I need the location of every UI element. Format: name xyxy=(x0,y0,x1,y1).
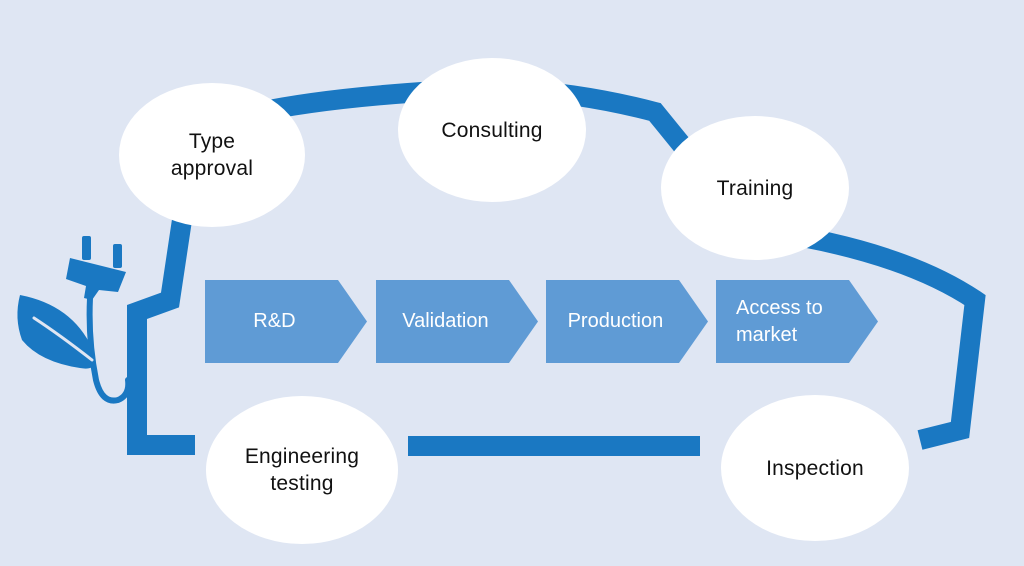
leaf-icon xyxy=(17,295,96,369)
process-steps xyxy=(205,280,878,363)
step-label-rd: R&D xyxy=(253,310,296,332)
service-bubbles xyxy=(119,58,909,544)
service-label-inspection: Inspection xyxy=(766,456,864,480)
step-label-validation: Validation xyxy=(402,310,489,332)
bubble-inspection xyxy=(721,395,909,541)
step-arrow-validation xyxy=(376,280,538,363)
service-label-type-approval: Type approval xyxy=(170,130,254,180)
bubble-training xyxy=(661,116,849,260)
step-arrow-access-to-market xyxy=(716,280,878,363)
plug-icon xyxy=(66,236,132,404)
step-arrow-production xyxy=(546,280,708,363)
service-label-engineering-testing: Engineering testing xyxy=(244,445,360,495)
bubble-type-approval xyxy=(119,83,305,227)
bubble-engineering-testing xyxy=(206,396,398,544)
bubble-consulting xyxy=(398,58,586,202)
step-label-production: Production xyxy=(567,310,664,332)
step-arrow-rd xyxy=(205,280,367,363)
service-label-consulting: Consulting xyxy=(441,118,543,142)
service-label-training: Training xyxy=(716,176,794,200)
step-label-access-to-market: Access to market xyxy=(736,296,823,346)
